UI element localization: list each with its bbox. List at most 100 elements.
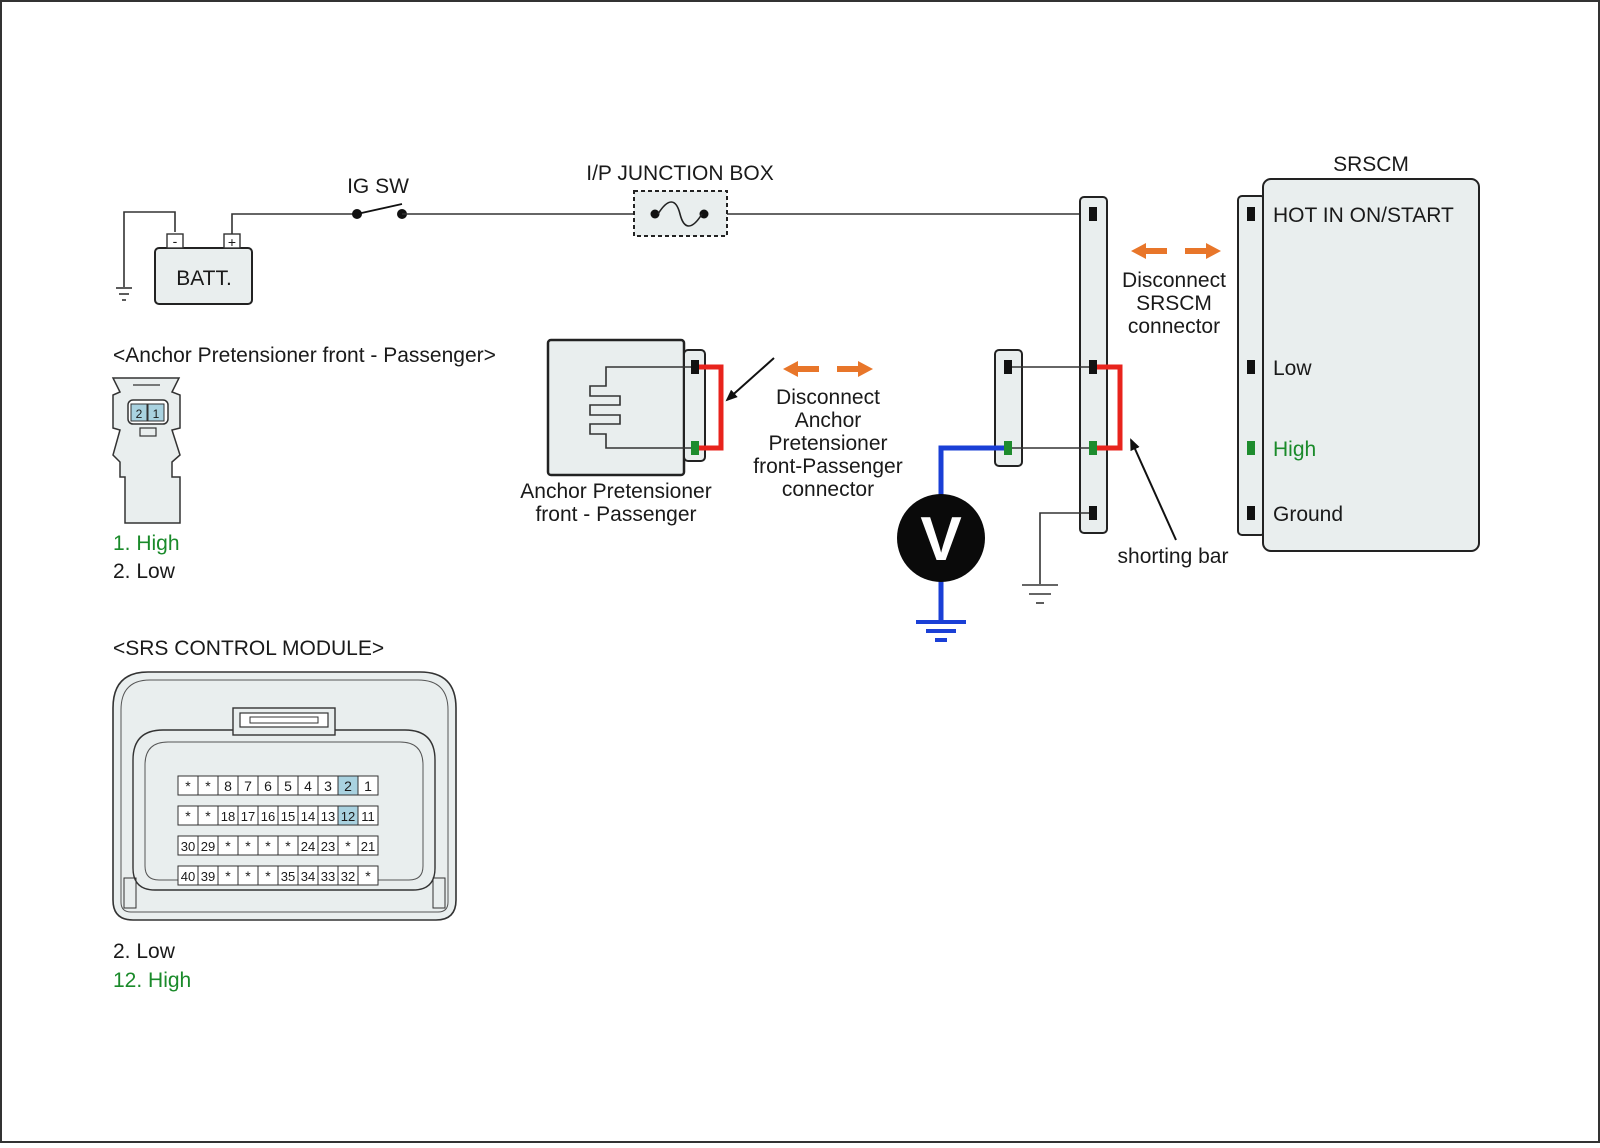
srs-pin-number: 21 bbox=[361, 839, 375, 854]
svg-text:Anchor: Anchor bbox=[795, 409, 862, 432]
ig-switch: IG SW bbox=[347, 175, 409, 219]
voltmeter bbox=[897, 494, 985, 582]
srs-pin-number: 23 bbox=[321, 839, 335, 854]
battery-plus-label: + bbox=[228, 234, 236, 250]
srscm-pin-high bbox=[1247, 441, 1255, 455]
svg-text:1: 1 bbox=[153, 407, 160, 421]
srs-pin-number: 24 bbox=[301, 839, 315, 854]
svg-text:front-Passenger: front-Passenger bbox=[753, 455, 902, 478]
shorting-bar-srscm bbox=[1097, 364, 1123, 451]
srs-pin-cell bbox=[357, 775, 379, 796]
srscm-low-label: Low bbox=[1273, 357, 1312, 380]
srs-pin-number: 12 bbox=[341, 809, 355, 824]
srs-pin-number: * bbox=[185, 808, 191, 824]
ground-symbol-harness bbox=[1022, 584, 1058, 604]
srs-pin-cell bbox=[357, 865, 379, 886]
srs-pin-number: * bbox=[265, 868, 271, 884]
anchor-component-label-line1: Anchor Pretensioner bbox=[520, 480, 711, 503]
srs-pin-number: * bbox=[245, 868, 251, 884]
srs-pin-number: 17 bbox=[241, 809, 255, 824]
srs-pin-number: * bbox=[365, 868, 371, 884]
svg-text:SRSCM: SRSCM bbox=[1136, 292, 1212, 315]
srs-pin-number: 6 bbox=[264, 778, 272, 794]
srs-pin-number: 7 bbox=[244, 778, 252, 794]
ip-junction-box: I/P JUNCTION BOX bbox=[586, 162, 774, 237]
srs-pin-number: 8 bbox=[224, 778, 232, 794]
svg-text:Disconnect: Disconnect bbox=[776, 386, 880, 409]
srs-pin-number: * bbox=[245, 838, 251, 854]
battery-label: BATT. bbox=[176, 267, 232, 290]
disconnect-anchor-label: Disconnect Anchor Pretensioner front-Pas… bbox=[753, 386, 902, 501]
test-lead-connector bbox=[994, 349, 1023, 467]
disconnect-anchor-arrows bbox=[783, 361, 873, 377]
battery-group: - + BATT. bbox=[116, 211, 253, 305]
srs-pin-number: * bbox=[185, 778, 191, 794]
disconnect-srscm-label: Disconnect SRSCM connector bbox=[1122, 269, 1226, 338]
srs-pin-12-label: 12. High bbox=[113, 969, 191, 992]
harness-pin-ground bbox=[1089, 506, 1097, 520]
srs-pin-number: 35 bbox=[281, 869, 295, 884]
srscm-pin-ground bbox=[1247, 506, 1255, 520]
anchor-component-label-line2: front - Passenger bbox=[535, 503, 696, 526]
shorting-bar-anchor bbox=[699, 364, 724, 451]
srs-pin-number: 16 bbox=[261, 809, 275, 824]
ig-sw-label: IG SW bbox=[347, 175, 409, 198]
srscm-module bbox=[1262, 178, 1480, 552]
svg-text:connector: connector bbox=[782, 478, 874, 501]
srs-pin-number: * bbox=[225, 838, 231, 854]
ground-symbol-battery bbox=[116, 287, 132, 301]
srscm-title: SRSCM bbox=[1333, 153, 1409, 176]
srs-pin-number: * bbox=[285, 838, 291, 854]
srs-pin-number: 13 bbox=[321, 809, 335, 824]
disconnect-srscm-arrows bbox=[1131, 243, 1221, 259]
srs-pin-number: 33 bbox=[321, 869, 335, 884]
srscm-pin-low bbox=[1247, 360, 1255, 374]
ground-symbol-voltmeter bbox=[916, 620, 966, 642]
svg-text:2: 2 bbox=[136, 407, 143, 421]
srscm-high-label: High bbox=[1273, 438, 1316, 461]
battery bbox=[154, 247, 253, 305]
srs-pin-number: 1 bbox=[364, 778, 372, 794]
srs-pin-number: 3 bbox=[324, 778, 332, 794]
fuse-icon bbox=[657, 201, 703, 227]
srs-pin-2-label: 2. Low bbox=[113, 940, 176, 963]
srscm-hot-label: HOT IN ON/START bbox=[1273, 204, 1454, 227]
anchor-pin-low bbox=[691, 360, 699, 374]
srs-module-title: <SRS CONTROL MODULE> bbox=[113, 637, 384, 660]
test-lead-pin-high bbox=[1004, 441, 1012, 455]
srscm-pin-hot bbox=[1247, 207, 1255, 221]
ip-junction-box-label: I/P JUNCTION BOX bbox=[586, 162, 773, 185]
srs-pin-number: 11 bbox=[361, 809, 375, 824]
battery-minus-terminal bbox=[166, 233, 184, 249]
srs-pin-number: 15 bbox=[281, 809, 295, 824]
harness-pin-hot bbox=[1089, 207, 1097, 221]
shorting-bar-label: shorting bar bbox=[1118, 545, 1229, 568]
svg-text:Pretensioner: Pretensioner bbox=[768, 432, 887, 455]
shorting-bar-arrow bbox=[1130, 438, 1177, 541]
srs-pin-number: 34 bbox=[301, 869, 315, 884]
srs-pin-number: 30 bbox=[181, 839, 195, 854]
anchor-pin-high bbox=[691, 441, 699, 455]
srs-pin-number: * bbox=[205, 808, 211, 824]
anchor-pretensioner-component: Anchor Pretensioner front - Passenger bbox=[520, 338, 775, 526]
srs-pin-number: 32 bbox=[341, 869, 355, 884]
anchor-connector-pin-2 bbox=[130, 403, 148, 422]
battery-minus-label: - bbox=[173, 233, 178, 249]
srs-pin-number: * bbox=[345, 838, 351, 854]
voltmeter-label: V bbox=[920, 505, 961, 574]
voltmeter-lead-positive bbox=[938, 445, 1004, 510]
srs-pin-number: 14 bbox=[301, 809, 315, 824]
anchor-shorting-bar-arrow bbox=[725, 357, 775, 402]
srs-pin-cell bbox=[357, 835, 379, 856]
wire-battery-to-igsw bbox=[231, 213, 357, 234]
squib-element-icon bbox=[589, 366, 691, 449]
anchor-pin-1-label: 1. High bbox=[113, 532, 180, 555]
srs-pin-number: * bbox=[225, 868, 231, 884]
srs-pin-number: 39 bbox=[201, 869, 215, 884]
srs-pin-number: 4 bbox=[304, 778, 312, 794]
anchor-connector-face: 2 1 bbox=[111, 377, 181, 524]
srs-pin-number: * bbox=[205, 778, 211, 794]
